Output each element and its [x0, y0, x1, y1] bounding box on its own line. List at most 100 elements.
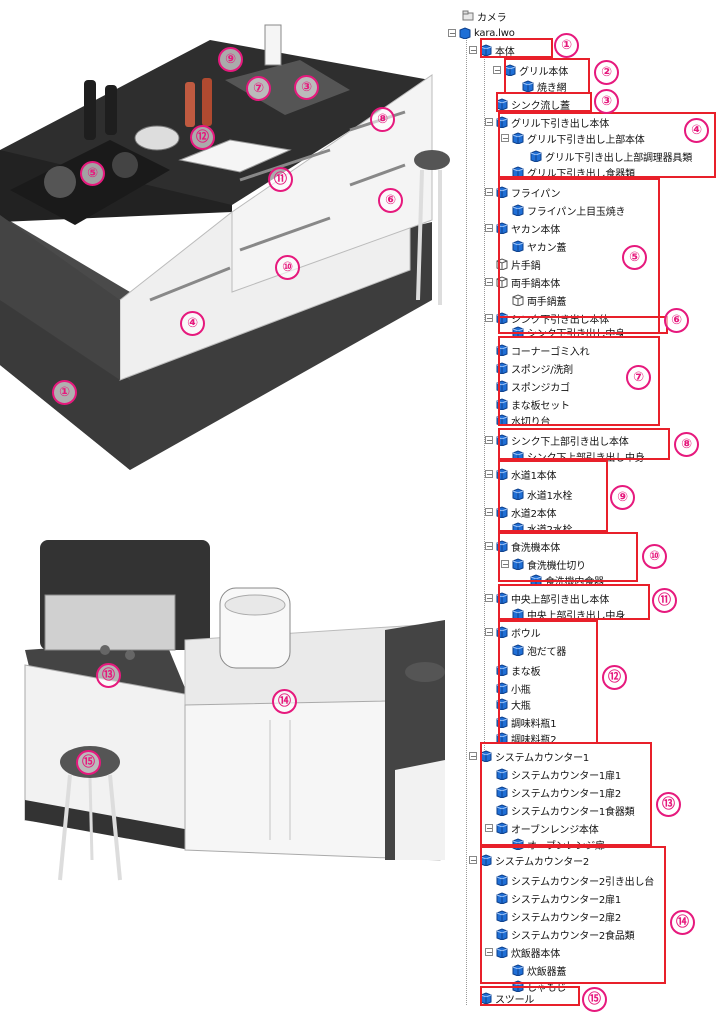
tree-label: フライパン	[511, 188, 561, 200]
group-box-6	[498, 316, 668, 334]
tree-item[interactable]: スツール	[480, 990, 534, 1006]
tree-item[interactable]: 炊飯器蓋	[512, 962, 566, 978]
tree-item[interactable]: システムカウンター2扉2	[496, 908, 621, 924]
tree-label: グリル下引き出し本体	[511, 118, 609, 130]
object-cube-icon	[496, 874, 508, 886]
tree-label: 食洗機内食器	[545, 576, 604, 588]
collapse-toggle[interactable]: −	[485, 542, 493, 551]
tree-item[interactable]: −炊飯器本体	[485, 944, 560, 960]
tree-item[interactable]: 水道1水栓	[512, 486, 573, 502]
tree-label: スポンジ/洗剤	[511, 364, 573, 376]
tree-callout-13: ⑬	[656, 792, 681, 817]
tree-item[interactable]: システムカウンター1扉1	[496, 766, 621, 782]
tree-label: フライパン上目玉焼き	[527, 206, 626, 218]
group-box-1	[480, 38, 553, 58]
tree-item[interactable]: システムカウンター2引き出し台	[496, 872, 654, 888]
tree-item[interactable]: グリル下引き出し上部調理器具類	[530, 148, 692, 164]
object-cube-icon	[459, 27, 471, 39]
tree-callout-15: ⑮	[582, 987, 607, 1012]
collapse-toggle[interactable]: −	[485, 188, 493, 197]
object-cube-icon	[512, 240, 524, 252]
collapse-toggle[interactable]: −	[485, 314, 493, 323]
tree-label: 本体	[495, 46, 515, 58]
tree-item[interactable]: フライパン上目玉焼き	[512, 202, 626, 218]
tree-item[interactable]: 両手鍋蓋	[512, 292, 566, 308]
tree-label: システムカウンター1扉1	[511, 770, 622, 782]
tree-label: 両手鍋蓋	[527, 296, 567, 308]
tree-item[interactable]: 泡だて器	[512, 642, 566, 658]
tree-label: グリル本体	[519, 66, 568, 78]
collapse-toggle[interactable]: −	[485, 594, 493, 603]
tree-item[interactable]: システムカウンター2食品類	[496, 926, 635, 942]
scene-callout-13: ⑬	[96, 663, 121, 688]
tree-label: シンク下引き出し本体	[511, 314, 609, 326]
tree-label: シンク下引き出し中身	[527, 328, 625, 340]
collapse-toggle[interactable]: −	[485, 118, 493, 127]
collapse-toggle[interactable]: −	[501, 134, 509, 143]
group-box-15	[480, 986, 580, 1006]
collapse-toggle[interactable]: −	[501, 560, 509, 569]
collapse-toggle[interactable]: −	[485, 224, 493, 233]
tree-label: 焼き網	[537, 82, 567, 94]
group-box-11	[498, 584, 650, 620]
collapse-toggle[interactable]: −	[469, 46, 477, 55]
group-box-4	[498, 112, 716, 178]
tree-callout-3: ③	[594, 89, 619, 114]
collapse-toggle[interactable]: −	[485, 508, 493, 517]
tree-callout-4: ④	[684, 118, 709, 143]
scene-callout-1: ①	[52, 380, 77, 405]
collapse-toggle[interactable]: −	[485, 824, 493, 833]
scene-hierarchy-tree[interactable]: カメラ − kara.lwo −本体−グリル本体焼き網シンク流し蓋−グリル下引き…	[440, 0, 724, 1024]
tree-item[interactable]: シンク流し蓋	[496, 96, 570, 112]
tree-item[interactable]: システムカウンター2扉1	[496, 890, 621, 906]
tree-item[interactable]: システムカウンター1扉2	[496, 784, 621, 800]
tree-label: 大瓶	[511, 700, 531, 712]
tree-item[interactable]: − グリル本体	[493, 62, 568, 78]
scene-callout-8: ⑧	[370, 107, 395, 132]
tree-label: システムカウンター1扉2	[511, 788, 622, 800]
scene-callout-11: ⑪	[268, 167, 293, 192]
collapse-toggle[interactable]: −	[469, 752, 477, 761]
scene-callout-5: ⑤	[80, 161, 105, 186]
tree-item[interactable]: − 本体	[469, 42, 515, 58]
group-box-9	[498, 460, 608, 532]
tree-label: 調味料瓶1	[511, 718, 557, 730]
tree-label: ヤカン蓋	[527, 242, 567, 254]
collapse-toggle[interactable]: −	[469, 856, 477, 865]
group-box-8	[498, 428, 670, 460]
group-box-7	[498, 336, 660, 426]
collapse-toggle[interactable]: −	[485, 470, 493, 479]
tree-label: 泡だて器	[527, 646, 567, 658]
tree-item[interactable]: −グリル下引き出し上部本体	[501, 130, 645, 146]
tree-item[interactable]: −システムカウンター2	[469, 852, 589, 868]
tree-label: スツール	[495, 994, 535, 1006]
tree-label: 小瓶	[511, 684, 531, 696]
object-cube-icon	[496, 910, 508, 922]
object-cube-icon	[496, 98, 508, 110]
tree-item[interactable]: − 食洗機仕切り	[501, 556, 586, 572]
collapse-toggle[interactable]: −	[485, 948, 493, 957]
tree-label: 調味料瓶2	[511, 734, 557, 746]
tree-label: カメラ	[477, 12, 507, 24]
collapse-toggle[interactable]: −	[485, 278, 493, 287]
tree-item-camera[interactable]: カメラ	[462, 8, 507, 24]
tree-label: 片手鍋	[511, 260, 541, 272]
scene-callout-6: ⑥	[378, 188, 403, 213]
object-outline-icon	[512, 294, 524, 306]
tree-item[interactable]: システムカウンター1食器類	[496, 802, 635, 818]
tree-item-file[interactable]: − kara.lwo	[448, 25, 515, 41]
tree-item[interactable]: 焼き網	[522, 78, 567, 94]
object-cube-icon	[496, 822, 508, 834]
tree-label: システムカウンター2扉1	[511, 894, 622, 906]
tree-callout-6: ⑥	[664, 308, 689, 333]
tree-label: 食洗機仕切り	[527, 560, 586, 572]
tree-item[interactable]: ヤカン蓋	[512, 238, 566, 254]
kitchen-3d-viewport[interactable]	[0, 0, 464, 1024]
tree-label: 中央上部引き出し本体	[511, 594, 609, 606]
collapse-toggle[interactable]: −	[485, 628, 493, 637]
scene-callout-12: ⑫	[190, 125, 215, 150]
collapse-toggle[interactable]: −	[485, 436, 493, 445]
tree-item[interactable]: −オーブンレンジ本体	[485, 820, 599, 836]
collapse-toggle[interactable]: −	[448, 29, 456, 38]
collapse-toggle[interactable]: −	[493, 66, 501, 75]
